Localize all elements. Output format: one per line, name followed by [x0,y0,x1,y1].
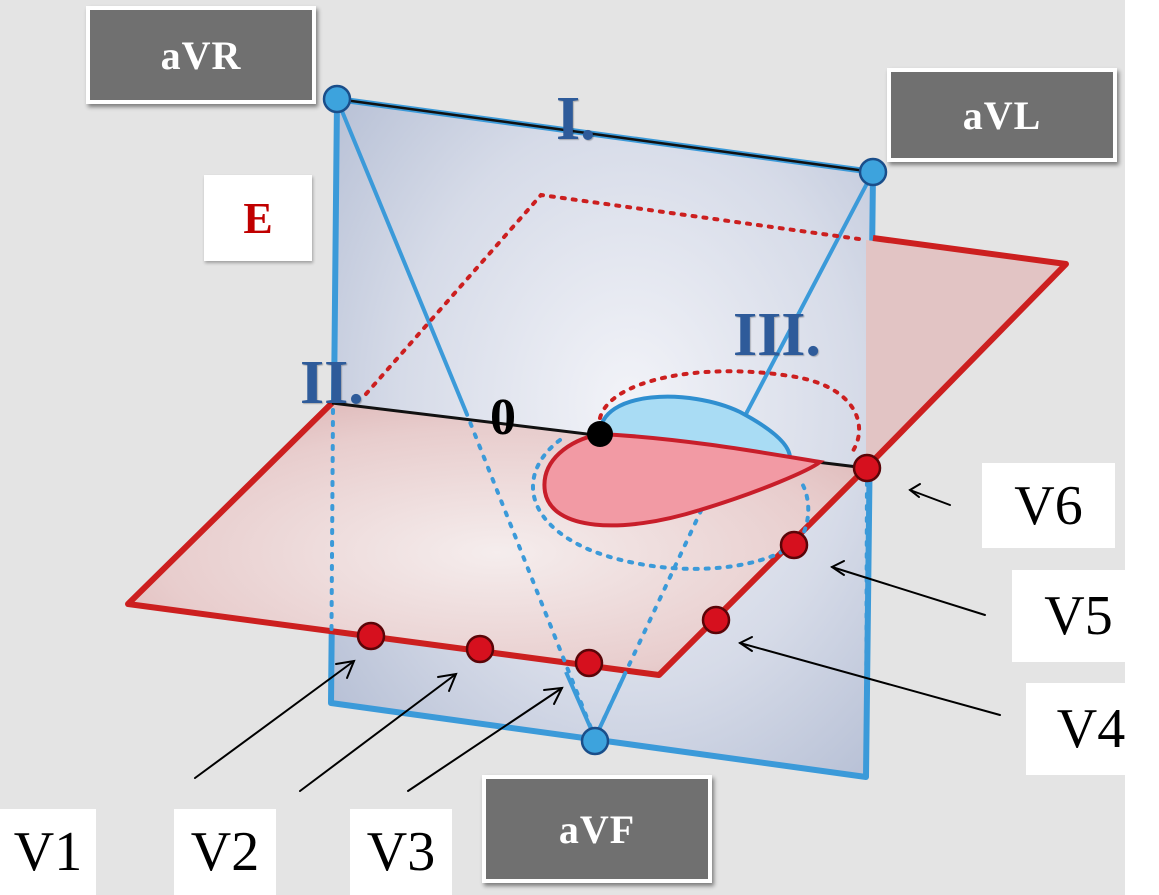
avr-electrode [322,84,352,114]
v2-electrode [465,634,495,664]
v5-arrow [830,560,986,616]
triangle-right-line [745,171,875,413]
v5-label: V5 [1012,570,1145,662]
horizontal-plane-back [866,240,1066,468]
lead-iii-label: III. [733,301,821,369]
v6-label: V6 [982,463,1115,548]
v1-arrow [194,659,356,779]
v6-arrow [908,483,951,506]
origin-label: 0 [490,389,516,446]
horizontal-plane-edge [125,235,1069,678]
avr-label-box: aVR [86,6,316,104]
dotted-left-diagonal [464,410,597,740]
v3-label: V3 [350,809,452,895]
lead-ii-label: II. [300,349,364,417]
horizontal-vector-loop [542,431,825,528]
triangle-bottom-left [564,671,597,739]
frontal-plane-top-edge [336,97,874,174]
v4-arrow [738,636,1001,716]
avl-electrode [858,157,888,187]
v2-arrow [299,672,458,792]
v3-arrow [407,686,564,792]
avf-label: aVF [558,806,636,852]
dotted-left-vertical [329,408,335,702]
v1-label: V1 [0,809,96,895]
e-label-box: E [204,175,312,261]
horizontal-plane-back-dotted [364,192,868,396]
horizontal-dotted-loop [598,369,862,457]
avl-label: aVL [962,92,1042,138]
triangle-left-line [335,98,468,413]
avr-label: aVR [160,32,242,78]
v5-electrode [779,530,809,560]
avl-label-box: aVL [887,68,1117,162]
v4-electrode [701,605,731,635]
lead-i-label: I. [556,85,596,153]
v2-label: V2 [174,809,276,895]
origin-point [587,421,613,447]
v3-electrode [574,648,604,678]
v4-label: V4 [1026,683,1156,775]
v1-electrode [356,621,386,651]
avf-label-box: aVF [482,775,712,883]
frontal-dotted-loop [530,438,811,571]
e-label: E [243,193,273,243]
avf-electrode [580,726,610,756]
v6-electrode [852,453,882,483]
dotted-right-vertical [864,468,869,777]
